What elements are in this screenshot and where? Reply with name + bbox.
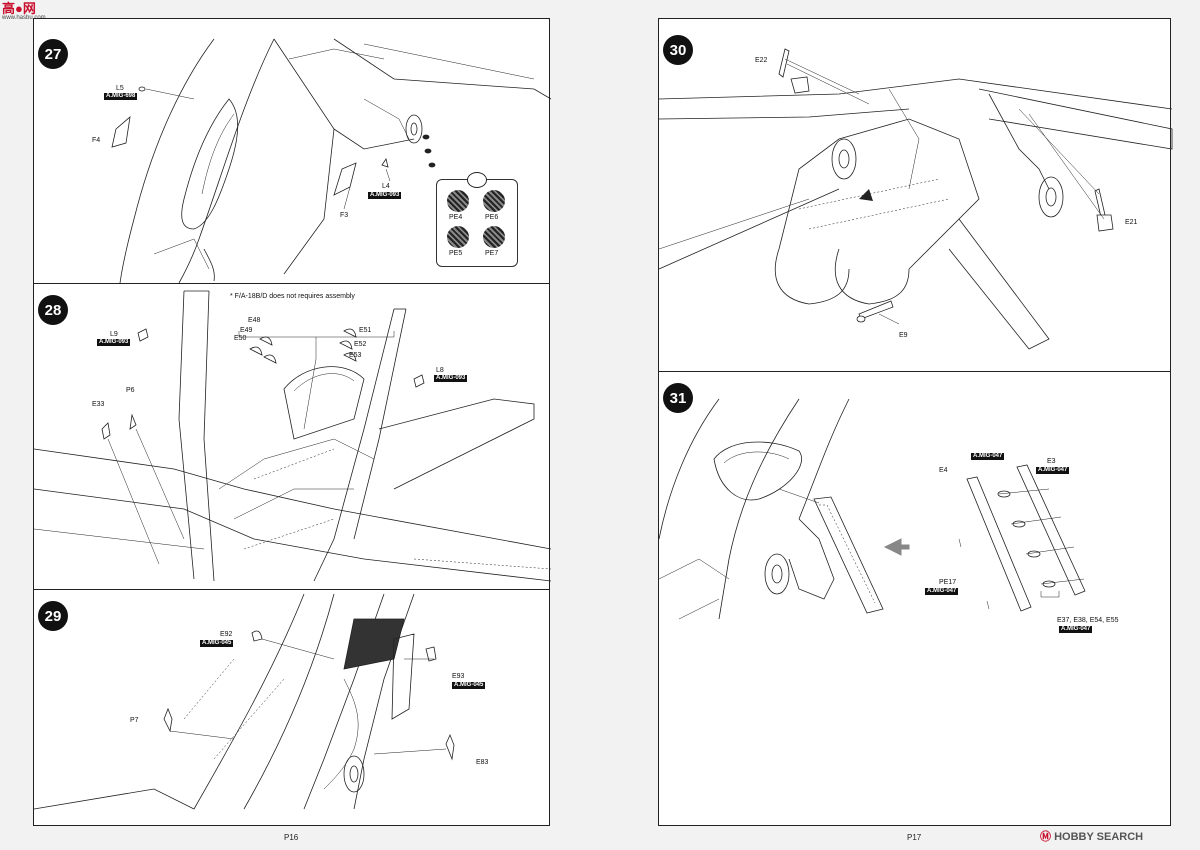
pe-part-disc	[447, 190, 469, 212]
pe-part-disc	[483, 226, 505, 248]
photo-etch-panel: PE4 PE6 PE5 PE7	[436, 172, 518, 267]
part-label: E22	[755, 57, 768, 64]
part-label: PE4	[449, 214, 463, 221]
paint-code: A.MIG-047	[971, 453, 1005, 460]
part-label: P6	[126, 387, 135, 394]
part-label: F3	[340, 212, 349, 219]
part-label: E51	[359, 327, 372, 334]
part-label: E9	[899, 332, 908, 339]
step-29-drawing	[33, 593, 455, 810]
paint-code: A.MIG-045	[452, 682, 486, 689]
part-label: E4	[939, 467, 948, 474]
step-divider	[659, 371, 1170, 372]
part-label: P7	[130, 717, 139, 724]
step-divider	[34, 589, 549, 590]
hobby-search-icon: Ⓜ	[1040, 831, 1051, 843]
page-number: P17	[907, 833, 922, 842]
step-30-drawing	[658, 48, 1173, 350]
part-label: PE17	[939, 579, 957, 586]
paint-code: A.MIG-093	[434, 375, 468, 382]
part-label: E92	[220, 631, 233, 638]
part-label: L9	[110, 331, 118, 338]
part-label: PE6	[485, 214, 499, 221]
step-27-drawing	[111, 38, 552, 284]
part-label: L5	[116, 85, 124, 92]
paint-code: A.MIG-047	[925, 588, 959, 595]
instruction-page-left: 27 L5 A.MIG-698 F4 L4 A.MIG-093 F3 PE4	[33, 18, 552, 842]
pe-part-disc	[447, 226, 469, 248]
part-label: E53	[349, 352, 362, 359]
step-number-30: 30	[663, 35, 693, 65]
assembly-note: * F/A-18B/D does not requires assembly	[230, 293, 355, 300]
part-label: E50	[234, 335, 247, 342]
part-label: E49	[240, 327, 253, 334]
page-number: P16	[284, 833, 299, 842]
watermark-main: 高●网	[2, 1, 36, 16]
paint-code: A.MIG-045	[200, 640, 234, 647]
part-label: L4	[382, 183, 390, 190]
part-label: PE5	[449, 250, 463, 257]
step-number-31: 31	[663, 383, 693, 413]
paint-code: A.MIG-093	[368, 192, 402, 199]
step-number-29: 29	[38, 601, 68, 631]
part-label: E48	[248, 317, 261, 324]
part-label: PE7	[485, 250, 499, 257]
paint-code: A.MIG-093	[97, 339, 131, 346]
step-divider	[34, 283, 549, 284]
part-label: E93	[452, 673, 465, 680]
part-label: F4	[92, 137, 101, 144]
instruction-page-right: 30 E22 E21 E9 31	[658, 18, 1173, 842]
hobby-search-logo: Ⓜ HOBBY SEARCH	[1040, 828, 1143, 844]
watermark-logo: 高●网 www.hasbu.com	[2, 2, 46, 22]
part-label: E52	[354, 341, 367, 348]
pe-part-disc	[483, 190, 505, 212]
part-label: E37, E38, E54, E55	[1057, 617, 1119, 624]
hobby-search-brand: HOBBY SEARCH	[1054, 831, 1144, 843]
step-28-drawing	[33, 290, 552, 582]
part-label: L8	[436, 367, 444, 374]
step-number-27: 27	[38, 39, 68, 69]
watermark-sub: www.hasbu.com	[2, 15, 46, 21]
step-number-28: 28	[38, 295, 68, 325]
part-label: E33	[92, 401, 105, 408]
paint-code: A.MIG-047	[1059, 626, 1093, 633]
part-label: E3	[1047, 458, 1056, 465]
part-label: E83	[476, 759, 489, 766]
part-label: E21	[1125, 219, 1138, 226]
step-31-drawing	[658, 398, 1086, 620]
paint-code: A.MIG-047	[1036, 467, 1070, 474]
paint-code: A.MIG-698	[104, 93, 138, 100]
bend-icon	[467, 172, 487, 188]
